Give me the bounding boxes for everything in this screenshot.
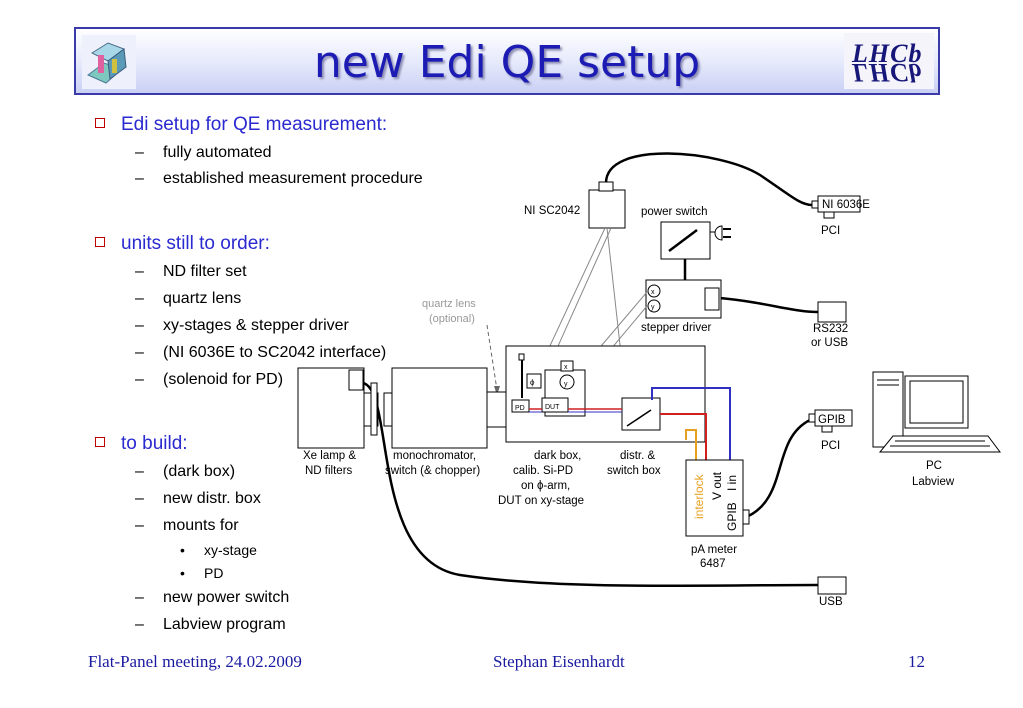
svg-text:y: y — [564, 381, 568, 388]
stepper-driver-label: stepper driver — [641, 322, 711, 334]
svg-text:x: x — [651, 289, 655, 296]
svg-text:y: y — [651, 304, 655, 311]
power-switch-box — [660, 221, 711, 260]
distr-label-2: switch box — [607, 465, 661, 477]
lhcb-logo: LHCb LHCb — [844, 33, 934, 89]
section-heading-units-to-order: units still to order: — [95, 233, 270, 255]
list-item: –fully automated — [135, 144, 272, 161]
dark-box-label-1: dark box, — [534, 450, 581, 462]
sub-list-item: •xy-stage — [180, 542, 257, 558]
distr-label-1: distr. & — [620, 450, 655, 462]
cable-gpib — [743, 418, 811, 520]
svg-text:ϕ: ϕ — [530, 378, 535, 387]
cable-usb — [362, 381, 819, 588]
list-item: –established measurement procedure — [135, 170, 423, 187]
ni-sc2042-label: NI SC2042 — [524, 205, 580, 217]
footer-page-number: 12 — [908, 652, 925, 671]
footer-author: Stephan Eisenhardt — [493, 652, 625, 671]
list-item: –new power switch — [135, 589, 290, 606]
list-item: –(solenoid for PD) — [135, 371, 284, 388]
page-title: new Edi QE setup — [313, 37, 701, 88]
edi-logo-icon — [82, 35, 136, 89]
pci-mid-label: PCI — [821, 440, 840, 452]
monochromator-box — [391, 367, 488, 449]
dark-box — [505, 345, 706, 443]
interlock-label: interlock — [692, 473, 706, 519]
usb-box — [817, 576, 847, 595]
i-in-label: I in — [725, 475, 739, 491]
monochromator-label-2: switch (& chopper) — [385, 465, 480, 477]
usb-label: USB — [819, 596, 843, 608]
list-item: –(dark box) — [135, 463, 236, 480]
ni-sc2042-box — [588, 189, 626, 229]
v-out-label: V out — [710, 471, 724, 500]
or-usb-label: or USB — [811, 337, 848, 349]
dark-box-label-4: DUT on xy-stage — [498, 495, 584, 507]
rs232-label: RS232 — [813, 323, 848, 335]
quartz-lens-label: quartz lens — [422, 298, 476, 310]
pa-meter-box — [685, 459, 744, 537]
lhcb-logo-text: LHCb — [852, 39, 923, 68]
ni-6036e-label: NI 6036E — [822, 199, 870, 211]
list-item: –(NI 6036E to SC2042 interface) — [135, 344, 387, 361]
xe-lamp-label-1: Xe lamp & — [303, 450, 356, 462]
list-item: –Labview program — [135, 616, 286, 633]
pd-box — [511, 399, 530, 413]
dut-box — [541, 397, 569, 413]
svg-text:x: x — [564, 364, 568, 371]
dark-box-label-3: on ϕ-arm, — [521, 480, 570, 492]
footer-event: Flat-Panel meeting, 24.02.2009 — [88, 652, 302, 671]
sub-list-item: •PD — [180, 565, 224, 581]
gpib-label: GPIB — [818, 414, 846, 426]
pc-label: PC — [926, 460, 942, 472]
optional-label: (optional) — [429, 313, 475, 325]
pc-icon — [872, 371, 1001, 453]
labview-label: Labview — [912, 476, 955, 488]
gpib-meter-label: GPIB — [725, 502, 739, 531]
dark-box-label-2: calib. Si-PD — [513, 465, 573, 477]
svg-text:DUT: DUT — [545, 404, 560, 411]
pci-top-label: PCI — [821, 225, 840, 237]
section-heading-to-build: to build: — [95, 433, 188, 455]
cable-sc2042-ni6036e — [604, 152, 813, 207]
power-switch-label: power switch — [641, 206, 707, 218]
monochromator-label-1: monochromator, — [393, 450, 476, 462]
square-bullet-icon — [95, 117, 105, 128]
plug-icon — [714, 225, 731, 241]
list-item: –quartz lens — [135, 290, 242, 307]
xe-lamp-label-2: ND filters — [305, 465, 353, 477]
square-bullet-icon — [95, 436, 105, 447]
list-item: –new distr. box — [135, 490, 261, 507]
svg-text:PD: PD — [515, 405, 525, 412]
list-item: –ND filter set — [135, 263, 247, 280]
pa-meter-label-2: 6487 — [700, 558, 726, 570]
section-heading-edi-setup: Edi setup for QE measurement: — [95, 114, 387, 136]
square-bullet-icon — [95, 236, 105, 247]
cable-stepper-rs232 — [704, 295, 819, 314]
list-item: –mounts for — [135, 517, 239, 534]
rs232-box — [817, 301, 847, 323]
title-bar: new Edi QE setup LHCb LHCb — [74, 27, 940, 95]
list-item: –xy-stages & stepper driver — [135, 317, 349, 334]
pa-meter-label-1: pA meter — [691, 544, 737, 556]
